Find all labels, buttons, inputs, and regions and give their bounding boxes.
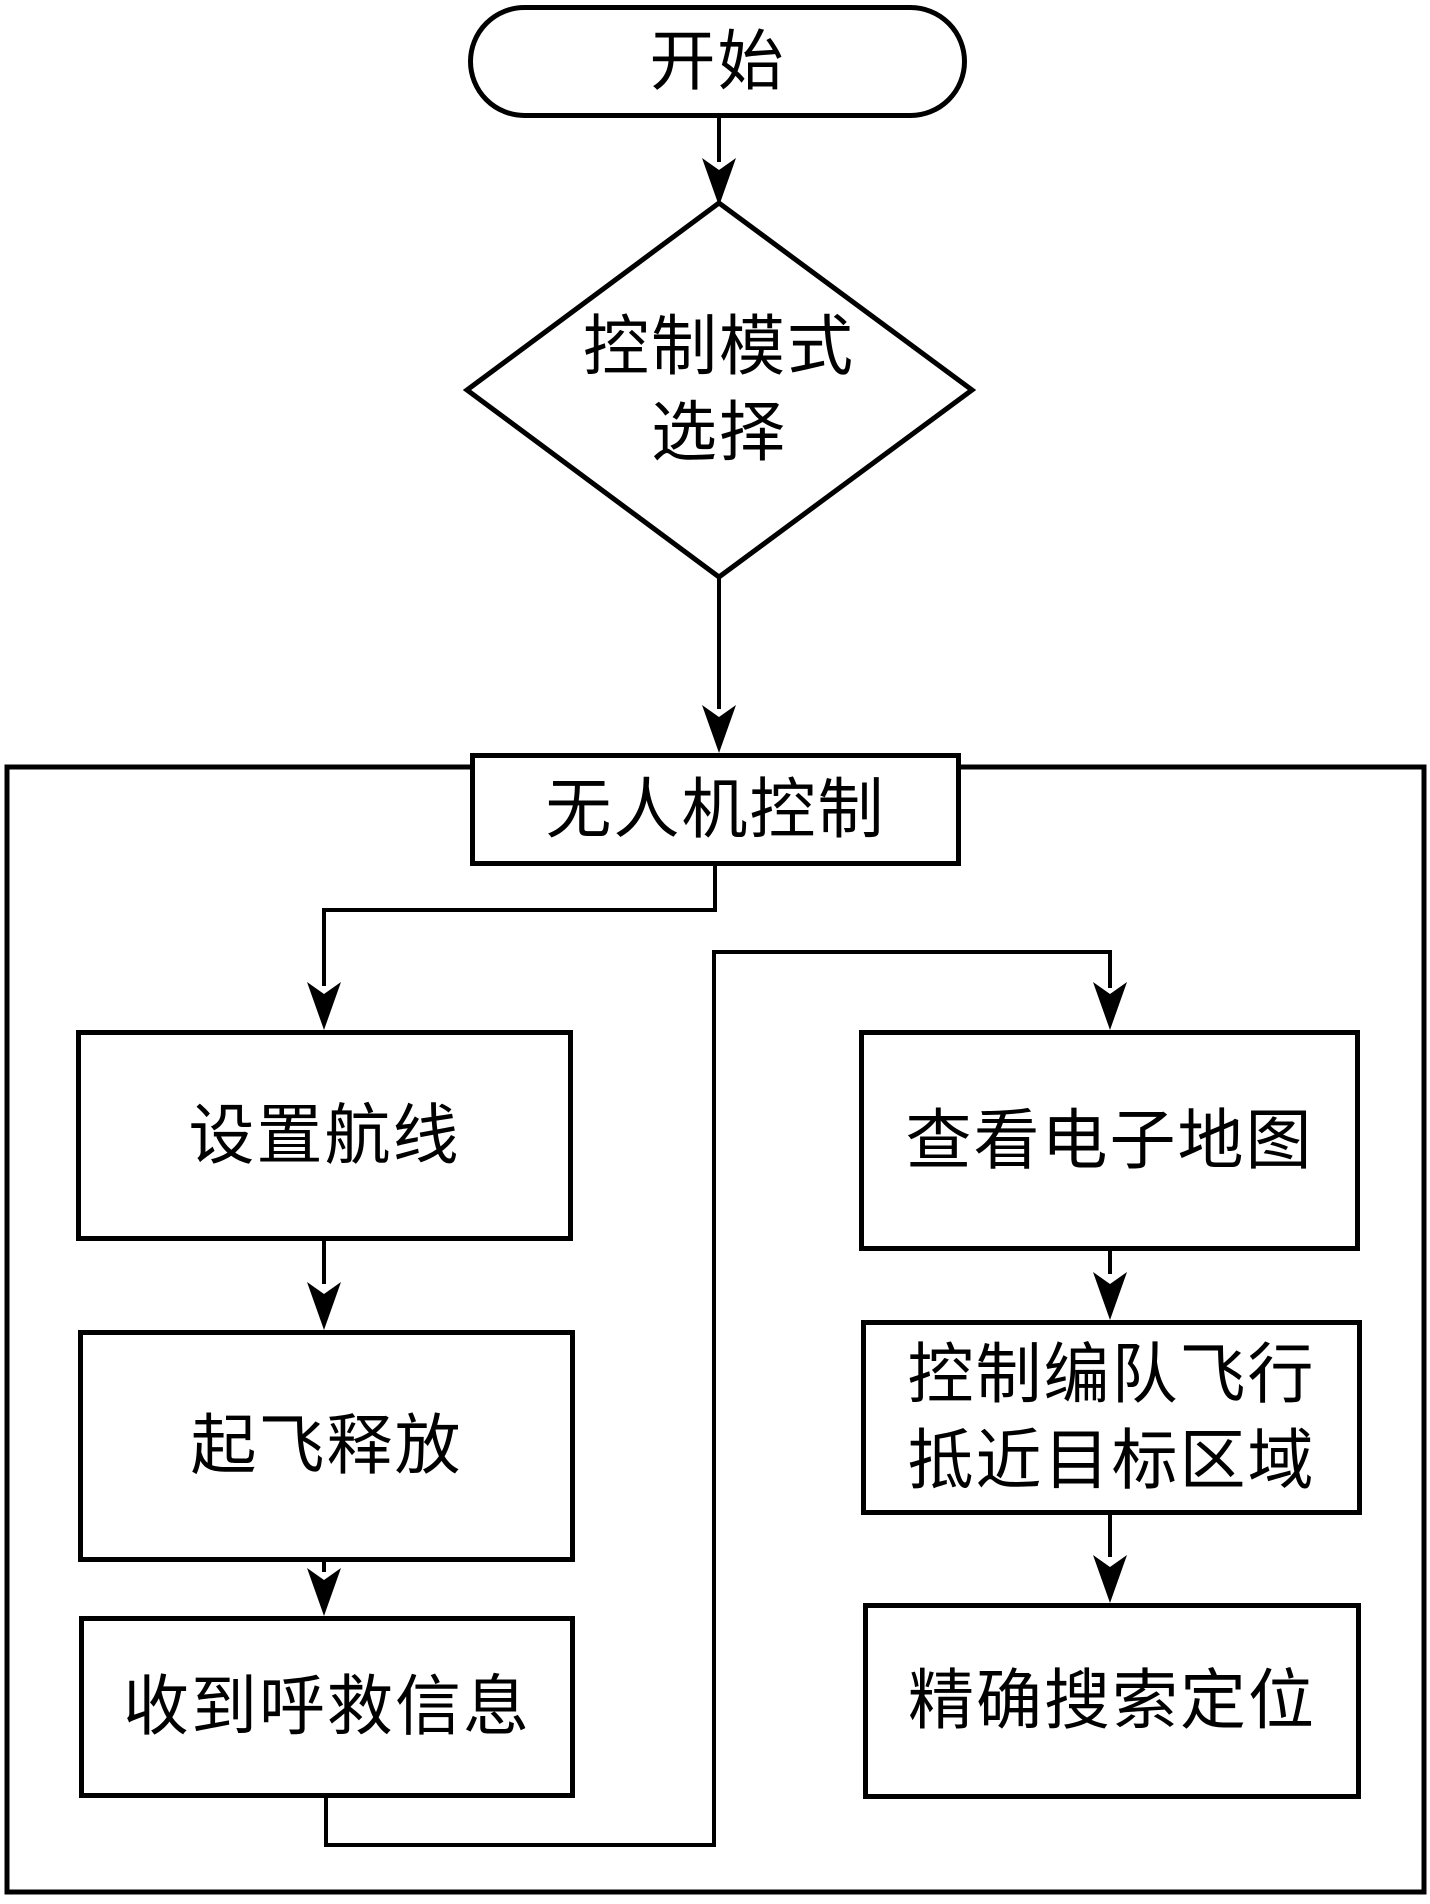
arrow-view-map-to-formation-flight (1093, 1251, 1127, 1320)
node-decision-label: 控制模式 选择 (469, 255, 969, 525)
node-view-map: 查看电子地图 (859, 1030, 1360, 1251)
arrow-decision-to-uav-control (702, 577, 736, 753)
node-precise-search-label: 精确搜索定位 (908, 1662, 1316, 1740)
node-view-map-label: 查看电子地图 (905, 1101, 1314, 1179)
node-formation-flight-line1: 控制编队飞行 (907, 1335, 1316, 1413)
node-receive-distress: 收到呼救信息 (79, 1616, 575, 1798)
node-uav-control-label: 无人机控制 (545, 770, 886, 848)
arrow-receive-distress-to-view-map (324, 950, 1127, 1847)
node-set-route-label: 设置航线 (188, 1096, 461, 1174)
node-takeoff-release: 起飞释放 (78, 1330, 575, 1562)
arrow-formation-flight-to-precise-search (1093, 1515, 1127, 1603)
arrow-uav-control-to-set-route (307, 866, 717, 1030)
arrow-set-route-to-takeoff-release (307, 1241, 341, 1330)
arrow-takeoff-release-to-receive-distress (307, 1562, 341, 1616)
node-takeoff-release-label: 起飞释放 (190, 1407, 463, 1485)
node-precise-search: 精确搜索定位 (863, 1603, 1361, 1799)
node-uav-control: 无人机控制 (470, 753, 961, 866)
node-decision-line1: 控制模式 (583, 308, 855, 386)
arrow-start-to-decision (702, 118, 736, 206)
node-set-route: 设置航线 (76, 1030, 573, 1241)
node-start: 开始 (468, 5, 967, 118)
node-formation-flight: 控制编队飞行 抵近目标区域 (861, 1320, 1362, 1515)
node-start-label: 开始 (649, 22, 786, 100)
node-decision-line2: 选择 (651, 394, 787, 471)
node-receive-distress-label: 收到呼救信息 (123, 1668, 531, 1746)
node-formation-flight-line2: 抵近目标区域 (907, 1421, 1316, 1499)
